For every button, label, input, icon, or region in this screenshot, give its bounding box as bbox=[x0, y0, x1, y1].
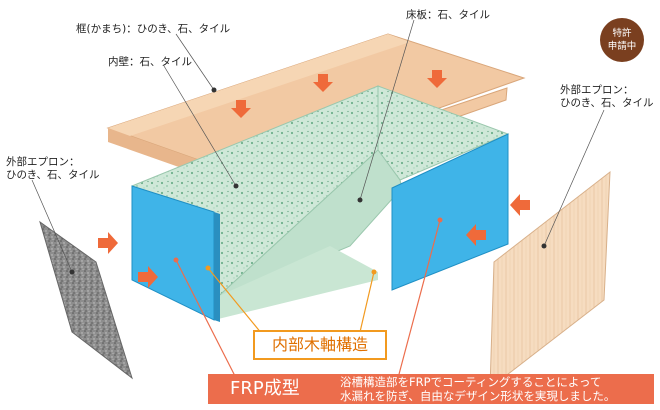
outer-apron-left bbox=[39, 220, 133, 380]
badge-line1: 特許 bbox=[612, 28, 632, 39]
leader-dots bbox=[69, 87, 547, 275]
label-outer-apron-right-line2: ひのき、石、タイル bbox=[560, 97, 654, 109]
frp-description: 浴槽構造部をFRPでコーティングすることによって 水漏れを防ぎ、自由なデザイン形… bbox=[340, 375, 615, 403]
tub-step-floor bbox=[210, 246, 378, 320]
frp-description-line2: 水漏れを防ぎ、自由なデザイン形状を実現しました。 bbox=[340, 389, 616, 403]
frp-wall-step bbox=[214, 212, 220, 322]
arrow-down-3 bbox=[427, 70, 447, 88]
wooden-frame-left-bar bbox=[108, 34, 410, 136]
patent-pending-badge: 特許 申請中 bbox=[600, 18, 644, 62]
frp-title: FRP成型 bbox=[230, 378, 300, 399]
label-outer-apron-left-line2: ひのき、石、タイル bbox=[6, 169, 100, 181]
arrow-down-2 bbox=[231, 100, 251, 118]
inner-structure-leaders bbox=[207, 267, 375, 335]
label-inner-wall: 内壁：石、タイル bbox=[108, 56, 192, 68]
label-outer-apron-left: 外部エプロン： ひのき、石、タイル bbox=[6, 156, 99, 182]
inner-structure-dots bbox=[205, 265, 377, 275]
arrow-down-1 bbox=[313, 74, 333, 92]
frp-wall-side bbox=[391, 133, 509, 291]
arrow-left-1 bbox=[510, 194, 530, 216]
frp-description-line1: 浴槽構造部をFRPでコーティングすることによって bbox=[340, 375, 602, 389]
badge-line2: 申請中 bbox=[607, 41, 637, 52]
label-frame: 框(かまち)：ひのき、石、タイル bbox=[76, 23, 231, 35]
label-outer-apron-right: 外部エプロン： ひのき、石、タイル bbox=[560, 84, 653, 110]
leader-lines bbox=[31, 19, 605, 273]
frp-bar: FRP成型 浴槽構造部をFRPでコーティングすることによって 水漏れを防ぎ、自由… bbox=[208, 374, 654, 404]
inner-structure-label: 内部木軸構造 bbox=[253, 330, 387, 360]
outer-apron-right bbox=[489, 170, 611, 390]
frp-dots bbox=[173, 217, 443, 263]
label-outer-apron-left-line1: 外部エプロン： bbox=[6, 156, 80, 168]
label-floor: 床板：石、タイル bbox=[406, 9, 490, 21]
arrow-right-1 bbox=[98, 232, 118, 254]
arrow-right-2 bbox=[138, 266, 158, 288]
label-outer-apron-right-line1: 外部エプロン： bbox=[560, 84, 634, 96]
frp-leaders bbox=[175, 219, 441, 379]
arrow-left-2 bbox=[466, 224, 486, 246]
